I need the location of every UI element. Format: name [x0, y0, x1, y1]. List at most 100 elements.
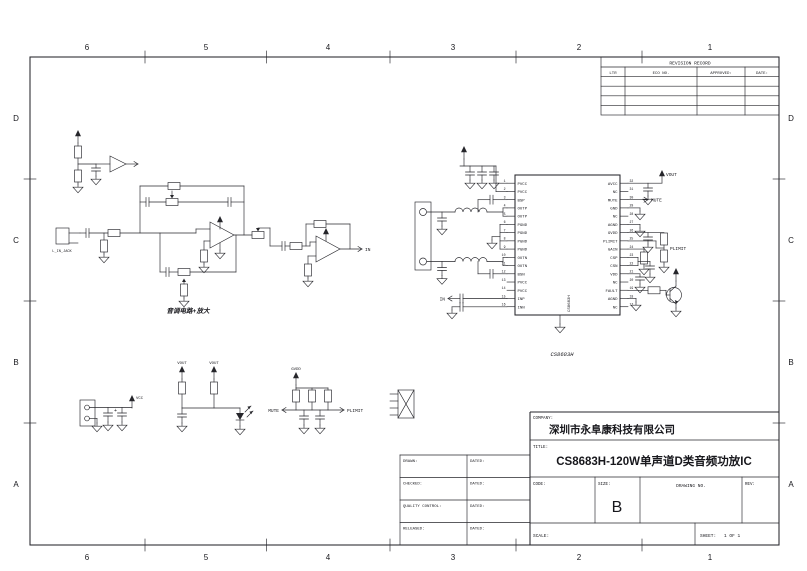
zone-row-label: D	[13, 114, 19, 123]
ic-pin-label: PGND	[518, 232, 528, 236]
ic-pin-number: 4	[504, 204, 506, 208]
drawing-title: CS8683H-120W单声道D类音频功放IC	[556, 454, 752, 468]
revision-col-ltr: LTR	[609, 72, 617, 76]
approval-role: RELEASED:	[403, 528, 425, 532]
output-inductor	[454, 257, 488, 262]
zone-col-label: 5	[204, 553, 209, 562]
ic-pin-label: GVDD	[608, 232, 618, 236]
ic-pin-label: NC	[613, 306, 618, 310]
zone-row-label: A	[13, 480, 19, 489]
ic-pin-number: 12	[502, 270, 506, 274]
ic-pin-label: PGND	[518, 224, 528, 228]
ic-pin-number: 22	[630, 261, 634, 265]
ic-pins: PVCC1PVCC2BSP3OUTP4OUTP5PGND6PGND7PGND8P…	[502, 179, 634, 310]
drawing-frame: 6 5 4 3 2 1 6 5 4 3 2 1 D C B A D C B A	[13, 43, 794, 562]
ic-pin-label: PGND	[518, 249, 528, 253]
audio-jack	[55, 227, 70, 245]
polarity-plus: +	[114, 408, 117, 414]
revision-table: REVISION RECORD LTR ECO NO. APPROVED: DA…	[600, 56, 780, 116]
zone-row-label: B	[13, 358, 18, 367]
net-label-vout: VOUT	[177, 362, 187, 366]
ic-pin-label: AVCC	[608, 183, 618, 187]
zone-row-label: D	[788, 114, 794, 123]
ic-pin-label: OUTN	[518, 257, 528, 261]
ic-pin-label: MUTE	[608, 199, 618, 203]
ic-pin-number: 31	[630, 187, 634, 191]
code-label: CODE:	[533, 483, 546, 487]
pot-wiper-arrow	[256, 228, 260, 232]
opamp-1	[209, 221, 235, 249]
ic-pin-number: 1	[504, 179, 506, 183]
zone-col-label: 4	[326, 553, 331, 562]
ic-pin-label: INP	[518, 298, 526, 302]
sheet-value: 1 OF 1	[724, 533, 741, 539]
zone-row-label: B	[788, 358, 793, 367]
ic-pin-number: 14	[502, 286, 506, 290]
zone-row-label: C	[13, 236, 19, 245]
net-label-mute: MUTE	[651, 198, 662, 204]
ic-pin-number: 10	[502, 253, 506, 257]
ic-pin-number: 24	[630, 245, 634, 249]
ic-pin-number: 6	[504, 220, 506, 224]
ic-pin-number: 17	[630, 303, 634, 307]
ic-pin-number: 29	[630, 204, 634, 208]
ic-pin-label: GND	[610, 208, 618, 212]
ic-pin-number: 5	[504, 212, 506, 216]
title-label: TITLE:	[533, 446, 548, 450]
speaker-connector	[414, 201, 432, 271]
ic-pin-label: NC	[613, 282, 618, 286]
revision-table-title: REVISION RECORD	[669, 61, 711, 67]
ic-pin-label: BSP	[518, 199, 526, 203]
ic-pin-number: 21	[630, 270, 634, 274]
size-label: SIZE:	[598, 483, 611, 487]
rev-label: REV:	[745, 483, 755, 487]
ic-pin-number: 23	[630, 253, 634, 257]
sheet-label: SHEET:	[700, 533, 716, 539]
approval-role: DRAWN:	[403, 460, 417, 464]
zone-col-label: 5	[204, 43, 209, 52]
ic-pin-number: 15	[502, 294, 506, 298]
zone-col-label: 3	[451, 553, 456, 562]
output-inductor	[454, 207, 488, 213]
ic-pin-label: PVCC	[518, 290, 528, 294]
revision-col-eco: ECO NO.	[653, 72, 670, 76]
approval-role: CHECKED:	[403, 483, 422, 487]
section-caption: 音调电路+放大	[167, 307, 211, 315]
power-connector	[79, 399, 96, 427]
ic-pin-label: PVCC	[518, 282, 528, 286]
ic-pin-number: 19	[630, 286, 634, 290]
ic-pin-number: 16	[502, 303, 506, 307]
net-label-vcc: VCC	[136, 397, 144, 401]
ic-pin-label: OUTN	[518, 265, 528, 269]
drawing-no-label: DRAWING NO.	[676, 483, 706, 489]
revision-col-approved: APPROVED:	[710, 72, 732, 76]
ic-pin-label: AGND	[608, 224, 618, 228]
approval-dated: DATED:	[470, 528, 484, 532]
led-diode	[236, 413, 244, 420]
zone-row-label: C	[788, 236, 794, 245]
ic-pin-label: AGND	[608, 298, 618, 302]
company-label: COMPANY:	[533, 417, 553, 421]
company-name: 深圳市永阜康科技有限公司	[549, 423, 675, 436]
ic-pin-label: PVCC	[518, 183, 528, 187]
revision-col-date: DATE:	[756, 72, 768, 76]
ic-body	[514, 174, 621, 316]
net-label-vout: VOUT	[209, 362, 219, 366]
ic-pin-number: 11	[502, 261, 506, 265]
zone-col-label: 6	[85, 553, 90, 562]
jack-label: L_IN_JACK	[52, 250, 72, 254]
zone-col-label: 4	[326, 43, 331, 52]
ic-pin-label: CSP	[610, 257, 618, 261]
buffer-opamp	[109, 155, 127, 173]
amplifier-ic: PVCC1PVCC2BSP3OUTP4OUTP5PGND6PGND7PGND8P…	[502, 174, 634, 358]
ic-pin-label: NC	[613, 216, 618, 220]
bias-circuit	[72, 129, 139, 194]
opamp-2	[315, 235, 341, 263]
approval-role: QUALITY CONTROL:	[403, 505, 441, 509]
net-label-in: IN	[440, 297, 446, 303]
ic-pin-label: CSN	[610, 265, 618, 269]
ic-pin-number: 13	[502, 278, 506, 282]
approval-table: DRAWN: DATED: CHECKED: DATED: QUALITY CO…	[399, 454, 531, 546]
ic-pin-number: 3	[504, 195, 506, 199]
